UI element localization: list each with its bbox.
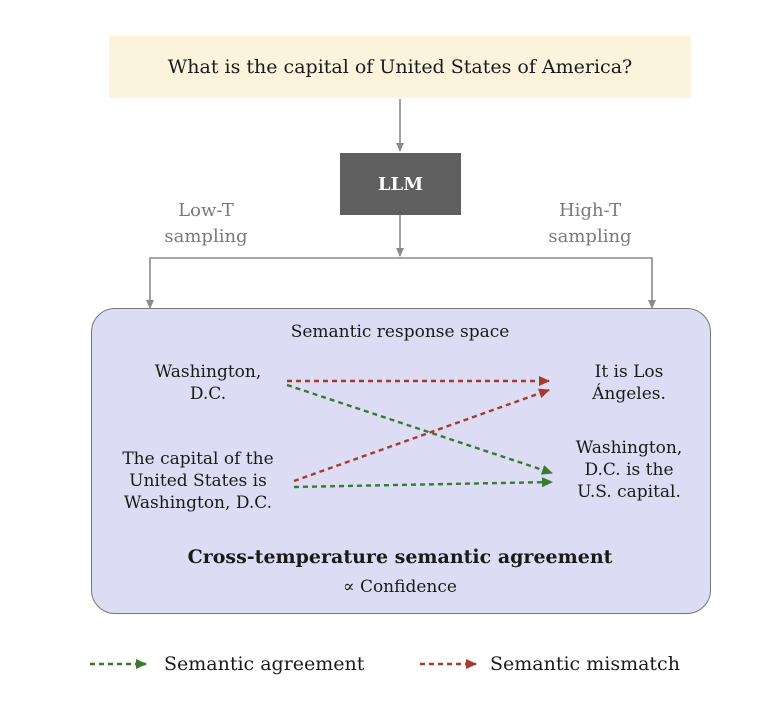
low-response-1-line-1: Washington, — [154, 362, 262, 382]
high-t-line-1: High-T — [558, 200, 621, 221]
semantic-response-space — [91, 308, 711, 614]
high-response-1-line-1: It is Los — [594, 362, 664, 382]
agreement-subtitle: ∝ Confidence — [343, 577, 457, 597]
low-response-2-line-1: The capital of the — [122, 449, 274, 469]
high-response-1-line-2: Ángeles. — [592, 384, 666, 404]
high-response-1: It is Los Ángeles. — [554, 361, 704, 405]
high-t-branch-arrow — [400, 257, 656, 309]
high-response-2-line-3: U.S. capital. — [577, 482, 681, 502]
high-response-2-line-1: Washington, — [575, 438, 683, 458]
arrow-agreement-2 — [293, 477, 553, 489]
low-t-branch-arrow — [146, 257, 400, 309]
high-t-sampling-label: High-T sampling — [525, 198, 655, 250]
high-response-2: Washington, D.C. is the U.S. capital. — [554, 437, 704, 503]
space-title: Semantic response space — [290, 322, 510, 342]
llm-label: LLM — [377, 173, 424, 195]
low-response-2-line-3: Washington, D.C. — [123, 493, 273, 513]
low-response-2-line-2: United States is — [129, 471, 267, 491]
low-response-1: Washington, D.C. — [118, 361, 298, 405]
legend-mismatch-label: Semantic mismatch — [490, 653, 680, 675]
low-t-sampling-label: Low-T sampling — [141, 198, 271, 250]
arrow-mismatch-2 — [293, 388, 550, 483]
agreement-title: Cross-temperature semantic agreement — [187, 546, 613, 568]
low-response-2: The capital of the United States is Wash… — [102, 448, 294, 514]
legend-agreement-label: Semantic agreement — [164, 653, 365, 675]
high-response-2-line-2: D.C. is the — [584, 460, 674, 480]
llm-box: LLM — [340, 153, 461, 215]
low-t-line-1: Low-T — [178, 200, 234, 221]
high-t-line-2: sampling — [548, 226, 632, 247]
low-response-1-line-2: D.C. — [189, 384, 227, 404]
question-text: What is the capital of United States of … — [167, 56, 633, 78]
low-t-line-2: sampling — [164, 226, 248, 247]
question-box: What is the capital of United States of … — [109, 36, 691, 98]
arrow-agreement-1 — [286, 383, 553, 475]
